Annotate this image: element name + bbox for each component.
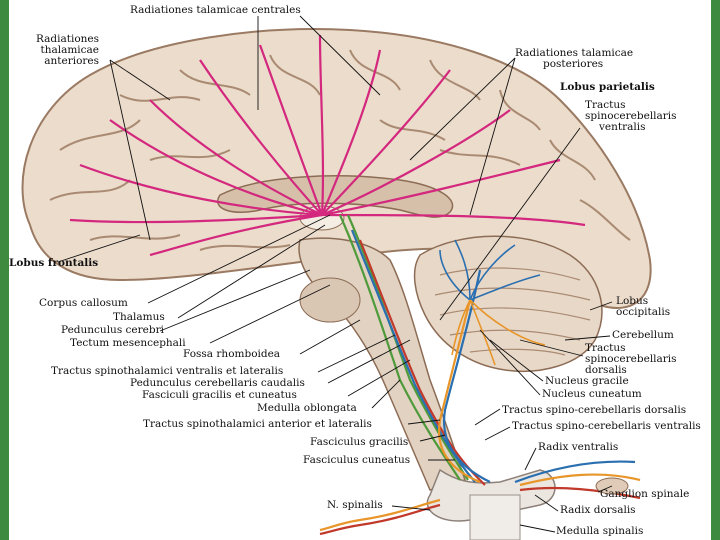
cerebellar-fibers-blue xyxy=(439,239,541,301)
label-pedunculus-cerebellaris: Pedunculus cerebellaris caudalis xyxy=(130,377,305,389)
label-nucleus-cuneatum: Nucleus cuneatum xyxy=(542,388,642,400)
label-line: ventralis xyxy=(599,121,646,133)
thalamic-radiations xyxy=(69,34,586,257)
ascending-tracts xyxy=(338,214,491,486)
label-radiationes-posteriores: Radiationes talamicae posteriores xyxy=(515,48,633,70)
label-ganglion-spinale: Ganglion spinale xyxy=(600,488,690,500)
label-tractus-spinocerebellaris-dorsalis: Tractus spinocerebellaris dorsalis xyxy=(585,343,677,376)
label-line: Lobus xyxy=(616,295,649,307)
label-line: spinocerebellaris xyxy=(585,353,677,365)
label-line: Radiationes xyxy=(36,33,100,45)
label-corpus-callosum: Corpus callosum xyxy=(39,297,128,309)
label-cerebellum: Cerebellum xyxy=(612,329,674,341)
pons-shape xyxy=(299,277,361,323)
label-line: spinocerebellaris xyxy=(585,110,677,122)
label-thalamus: Thalamus xyxy=(113,311,165,323)
label-lobus-occipitalis: Lobus occipitalis xyxy=(616,296,670,318)
corpus-callosum-shape xyxy=(217,175,454,218)
label-lobus-parietalis: Lobus parietalis xyxy=(560,81,655,93)
gyri-sulci xyxy=(49,49,631,251)
label-line: anteriores xyxy=(44,55,100,67)
label-line: Radiationes talamicae xyxy=(515,47,634,59)
cerebellar-fibers-orange xyxy=(451,299,546,366)
label-radiationes-anteriores: Radiationes thalamicae anteriores xyxy=(36,34,99,67)
label-radix-dorsalis: Radix dorsalis xyxy=(560,504,636,516)
label-lobus-frontalis: Lobus frontalis xyxy=(9,257,99,269)
spinal-column xyxy=(469,494,521,540)
label-tractus-spinothalamici-vl: Tractus spinothalamici ventralis et late… xyxy=(51,365,284,377)
label-radiationes-centrales: Radiationes talamicae centrales xyxy=(130,4,301,16)
label-line: thalamicae xyxy=(40,44,100,56)
label-medulla-oblongata: Medulla oblongata xyxy=(257,402,357,414)
label-tractus-sc-ventralis: Tractus spino-cerebellaris ventralis xyxy=(512,420,701,432)
label-tectum: Tectum mesencephali xyxy=(70,337,186,349)
leader-lines xyxy=(57,15,613,533)
label-line: dorsalis xyxy=(585,364,627,376)
label-n-spinalis: N. spinalis xyxy=(327,499,383,511)
label-pedunculus-cerebri: Pedunculus cerebri xyxy=(61,324,164,336)
label-line: posteriores xyxy=(543,58,604,70)
label-fasciculi: Fasciculi gracilis et cuneatus xyxy=(142,389,297,401)
label-fasciculus-cuneatus: Fasciculus cuneatus xyxy=(303,454,411,466)
label-medulla-spinalis: Medulla spinalis xyxy=(556,525,644,537)
label-line: Tractus xyxy=(585,99,626,111)
cerebellum-folia xyxy=(434,267,591,356)
label-tractus-spinocerebellaris-ventralis: Tractus spinocerebellaris ventralis xyxy=(585,100,677,133)
label-fasciculus-gracilis: Fasciculus gracilis xyxy=(310,436,409,448)
label-tractus-sc-dorsalis: Tractus spino-cerebellaris dorsalis xyxy=(502,404,687,416)
label-radix-ventralis: Radix ventralis xyxy=(538,441,619,453)
label-line: occipitalis xyxy=(616,306,671,318)
label-fossa: Fossa rhomboidea xyxy=(183,348,281,360)
spinal-nerve-roots xyxy=(319,460,641,536)
label-tractus-spinothalamici-al: Tractus spinothalamici anterior et later… xyxy=(143,418,372,430)
label-line: Tractus xyxy=(585,342,626,354)
label-nucleus-gracile: Nucleus gracile xyxy=(545,375,629,387)
